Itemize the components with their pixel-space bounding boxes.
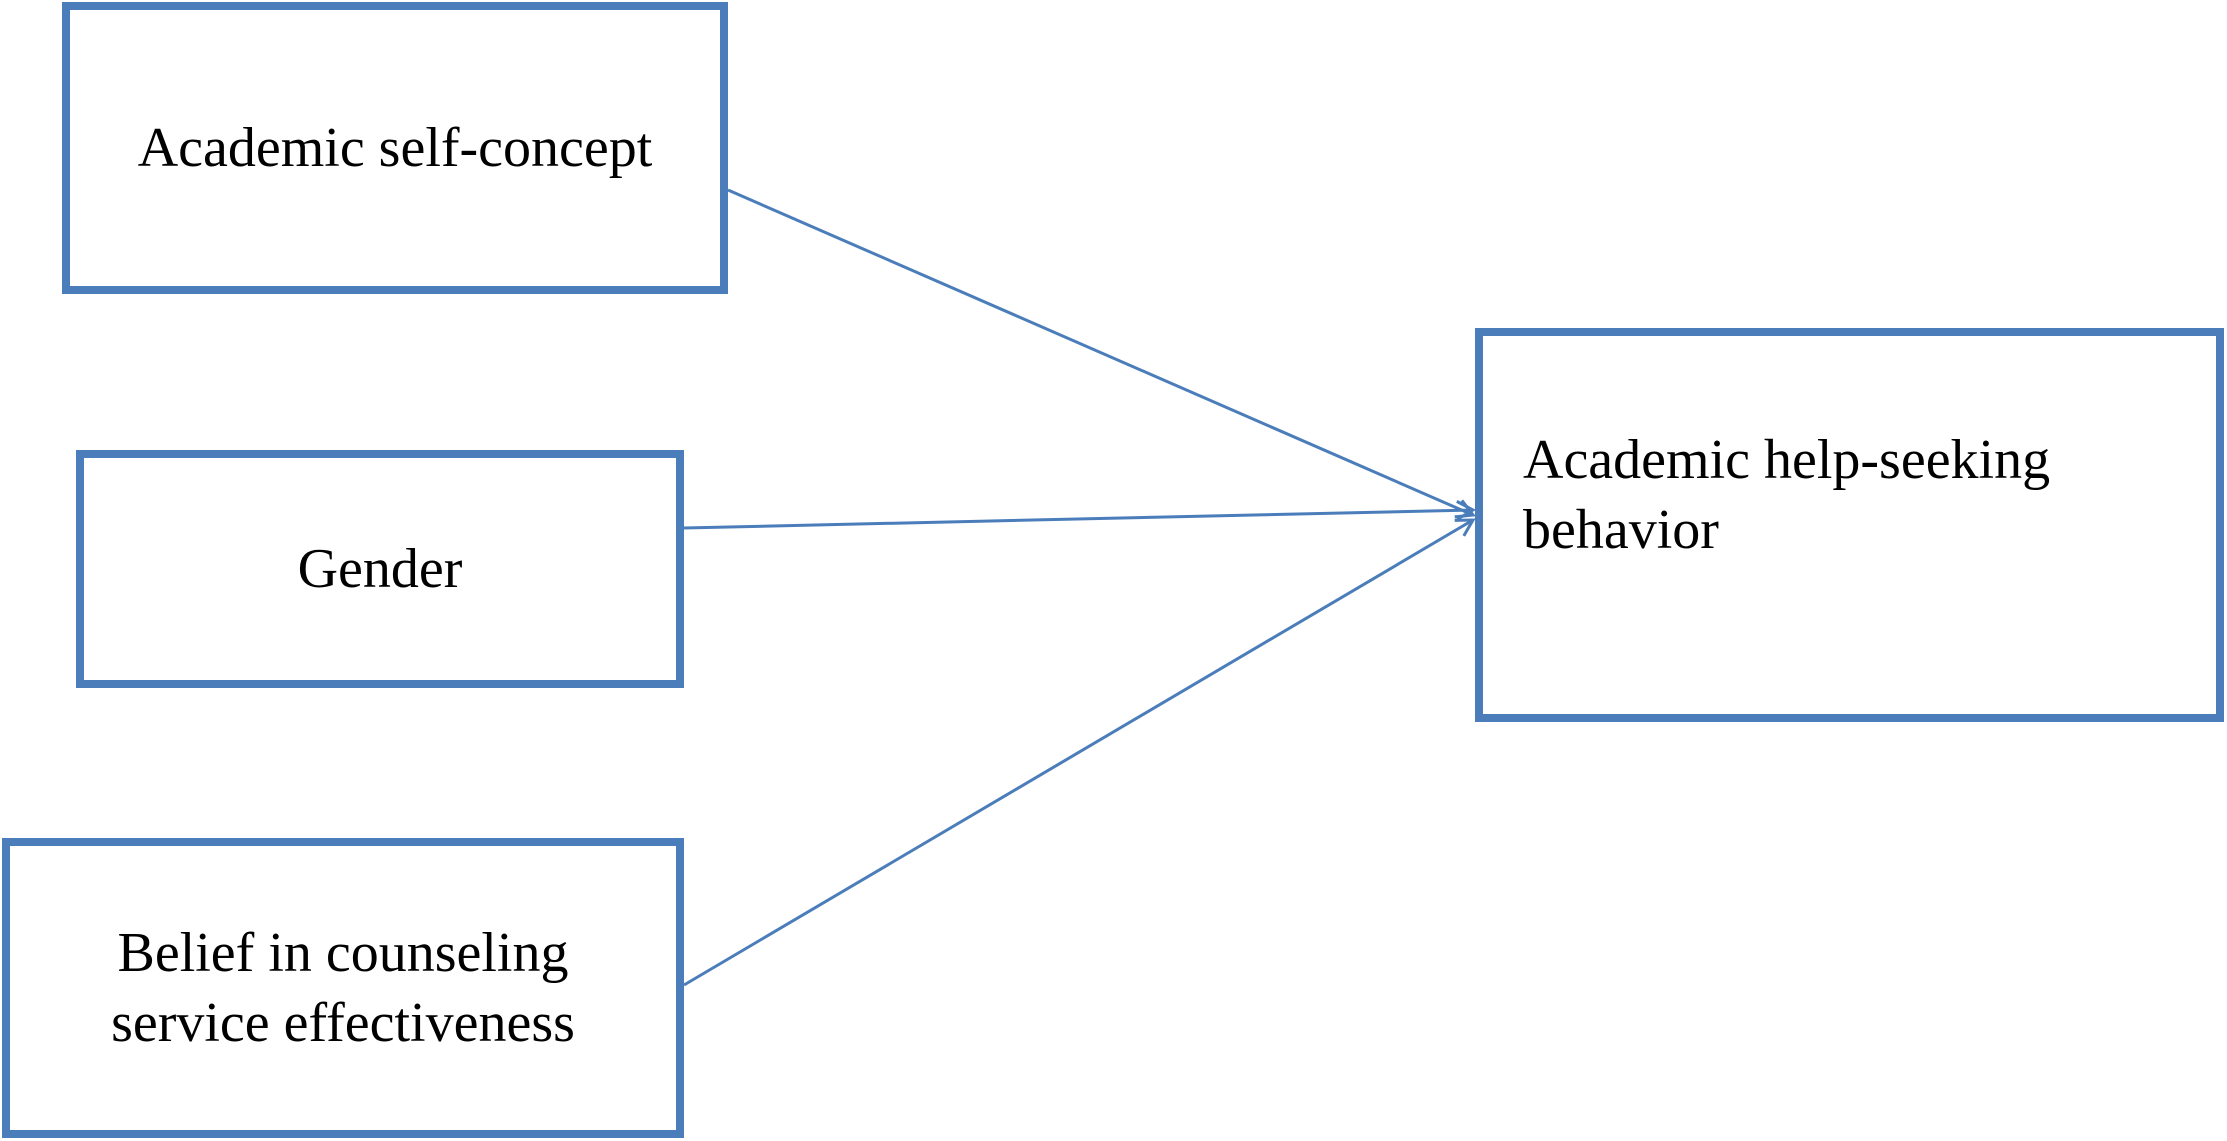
node-label-academic-self-concept: Academic self-concept: [137, 117, 653, 179]
arrow-belief-to-help-seeking: [683, 518, 1476, 987]
arrow-gender-to-help-seeking: [683, 500, 1477, 530]
arrow-self-concept-to-help-seeking: [727, 188, 1476, 519]
node-label-gender: Gender: [297, 538, 463, 600]
node-label-academic-help-seeking-behavior: Academic help-seeking behavior: [1523, 429, 2051, 561]
node-gender: Gender: [76, 450, 684, 688]
node-academic-help-seeking-behavior: Academic help-seeking behavior: [1475, 328, 2224, 722]
node-academic-self-concept: Academic self-concept: [62, 2, 728, 294]
node-belief-in-counseling: Belief in counseling service effectivene…: [2, 838, 684, 1138]
node-label-belief-in-counseling: Belief in counseling service effectivene…: [111, 922, 575, 1054]
